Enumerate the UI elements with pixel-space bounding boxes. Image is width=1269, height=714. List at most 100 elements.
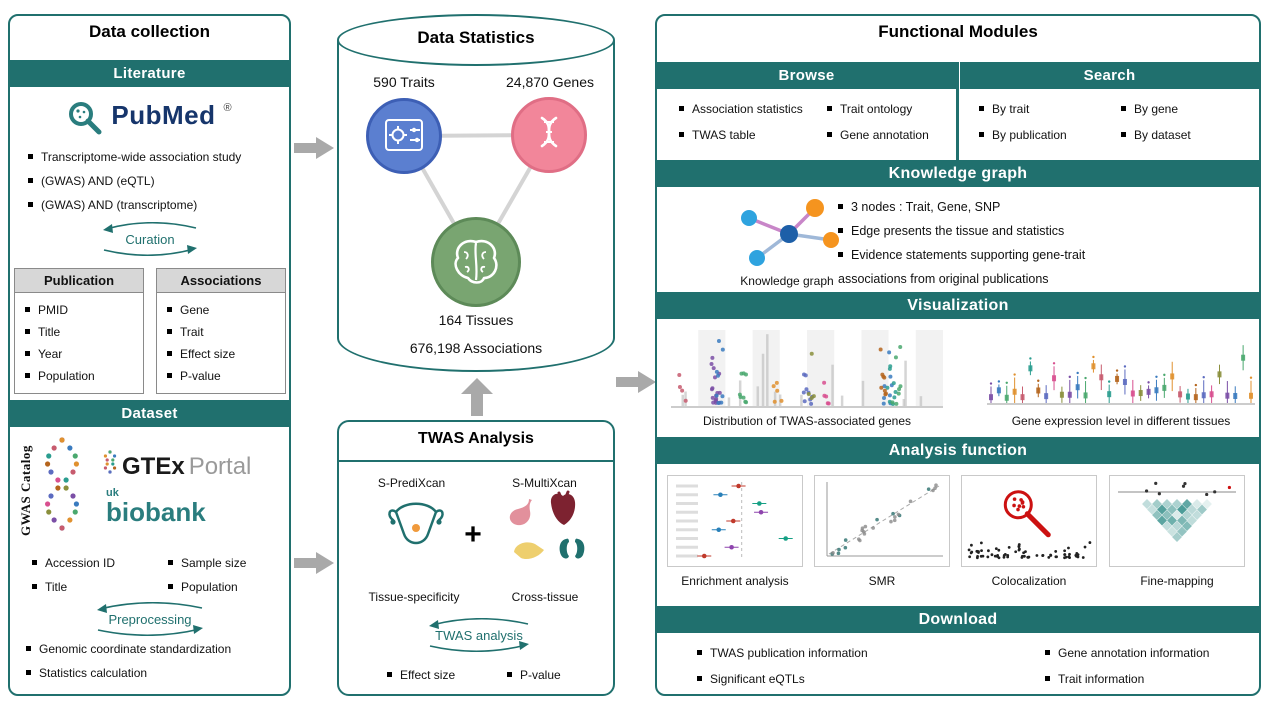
biobank-wordmark: biobank [106, 497, 206, 527]
title-divider [339, 460, 613, 462]
tissues-count: 164 Tissues [438, 312, 514, 328]
list-item: Transcriptome-wide association study [28, 150, 278, 165]
bullet-icon [168, 560, 173, 565]
bullet-icon [168, 584, 173, 589]
list-item-label: Evidence statements supporting gene-trai… [851, 248, 1086, 262]
analysis-caption: SMR [868, 574, 896, 588]
list-item-label: Population [181, 580, 238, 594]
list-item-label: Year [38, 347, 63, 361]
browse-search-divider [956, 62, 959, 160]
associations-box: Associations Gene Trait Effect size P-va… [156, 268, 286, 394]
list-item-label: Trait [180, 325, 204, 339]
bullet-icon [25, 329, 30, 334]
list-item-label: Sample size [181, 556, 247, 570]
list-item-label: Trait ontology [840, 102, 913, 116]
smr-thumbnail [814, 475, 950, 567]
visualization-header: Visualization [657, 292, 1259, 319]
fine-mapping-chart [1118, 481, 1236, 542]
bullet-icon [26, 646, 31, 651]
bullet-icon [32, 584, 37, 589]
list-item: Title [32, 580, 162, 595]
list-item: Gene annotation information [1045, 646, 1255, 661]
bullet-icon [697, 650, 702, 655]
list-item-label: Gene [180, 303, 210, 317]
list-item-label: By dataset [1134, 128, 1191, 142]
list-item: Gene [167, 303, 279, 318]
analysis-caption: Colocalization [991, 574, 1067, 588]
cross-tissue-label: Cross-tissue [511, 590, 579, 604]
functional-modules-panel: Functional Modules Browse Search Associa… [655, 14, 1261, 696]
functional-modules-title: Functional Modules [878, 22, 1038, 41]
bullet-icon [387, 672, 392, 677]
tissue-specificity-label: Tissue-specificity [368, 590, 460, 604]
curation-label: Curation [125, 231, 175, 247]
bullet-icon [25, 373, 30, 378]
list-item-label: Statistics calculation [39, 666, 148, 680]
list-item: Effect size [167, 347, 279, 362]
gtex-wordmark: GTEx [122, 453, 185, 480]
magnifier-icon [69, 102, 102, 135]
analysis-caption: Fine-mapping [1140, 574, 1214, 588]
list-item: Statistics calculation [26, 666, 282, 681]
chart-caption: Distribution of TWAS-associated genes [702, 414, 912, 428]
list-item-label: (GWAS) AND (eQTL) [41, 174, 155, 188]
list-item-label: Accession ID [45, 556, 116, 570]
kidneys-icon [559, 538, 585, 559]
smr-chart [826, 482, 943, 557]
bullet-icon [167, 307, 172, 312]
data-collection-panel: Data collection Literature PubMed ® Tran… [8, 14, 291, 696]
twas-analysis-step: TWAS analysis [394, 618, 564, 652]
list-item-label: Transcriptome-wide association study [41, 150, 242, 164]
bullet-icon [28, 202, 33, 207]
curation-step: Curation [70, 222, 230, 256]
list-item-continuation: associations from original publications [838, 272, 1049, 286]
list-item: (GWAS) AND (transcriptome) [28, 198, 278, 213]
colocalization-chart [967, 490, 1092, 560]
list-item: P-value [167, 369, 279, 384]
bullet-icon [167, 351, 172, 356]
associations-box-title: Associations [157, 269, 285, 293]
list-item-label: Title [45, 580, 68, 594]
list-item: Population [168, 580, 286, 595]
bullet-icon [827, 106, 832, 111]
knowledge-graph-caption: Knowledge graph [740, 274, 834, 288]
cycle-arrows-icon [97, 602, 203, 636]
preprocessing-label: Preprocessing [108, 611, 192, 627]
list-item-label: Title [38, 325, 61, 339]
arrow-left-to-twas-icon [294, 552, 334, 574]
list-item-label: Genomic coordinate standardization [39, 642, 232, 656]
pubmed-wordmark: PubMed [111, 100, 216, 130]
enrichment-thumbnail [667, 475, 803, 567]
chart-caption: Gene expression level in different tissu… [1011, 414, 1231, 428]
list-item-label: By publication [992, 128, 1067, 142]
list-item: Trait [167, 325, 279, 340]
uterus-icon [388, 502, 444, 545]
list-item-label: Significant eQTLs [710, 672, 805, 686]
bullet-icon [1045, 676, 1050, 681]
pubmed-logo: PubMed ® [10, 100, 289, 144]
bullet-icon [507, 672, 512, 677]
gwas-catalog-wordmark: GWAS Catalog [18, 445, 33, 536]
list-item-label: Edge presents the tissue and statistics [851, 224, 1065, 238]
pubmed-registered-mark: ® [223, 102, 232, 114]
arrow-twas-to-stats-icon [461, 378, 493, 416]
list-item: Trait information [1045, 672, 1255, 687]
s-predixcan-label: S-PrediXcan [377, 476, 446, 490]
download-header: Download [657, 606, 1259, 633]
bullet-icon [1121, 106, 1126, 111]
gtex-helix-icon [103, 450, 117, 474]
list-item: Trait ontology [827, 102, 952, 117]
bullet-icon [838, 252, 843, 257]
list-item-label: P-value [180, 369, 221, 383]
list-item-label: Effect size [180, 347, 236, 361]
bullet-icon [167, 329, 172, 334]
list-item-label: Trait information [1058, 672, 1145, 686]
genes-analysis-circle [366, 98, 442, 174]
list-item: TWAS table [679, 128, 819, 143]
bullet-icon [679, 106, 684, 111]
twas-distribution-chart [671, 330, 943, 408]
preprocessing-step: Preprocessing [60, 602, 240, 636]
list-item: Population [25, 369, 137, 384]
dna-icon [540, 116, 558, 148]
